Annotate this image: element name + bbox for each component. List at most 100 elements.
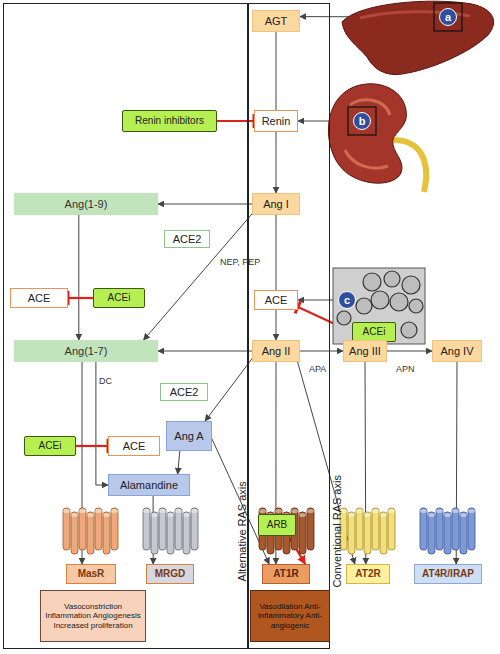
- node-label: Vasoconstriction Inflammation Angiogenes…: [43, 602, 143, 631]
- enzyme-box: ACE2: [164, 230, 210, 248]
- peptide-box: Ang A: [166, 421, 212, 451]
- node-label: Vasodilation Anti-inflammatory Anti-angi…: [253, 602, 327, 631]
- node-label: ACEi: [108, 292, 131, 304]
- peptide-box: Ang I: [252, 193, 300, 215]
- node-label: ACE2: [173, 233, 202, 246]
- cell: [390, 293, 408, 311]
- cell-circles: [337, 271, 423, 338]
- node-label: Ang A: [174, 430, 203, 443]
- enzyme-box: Renin: [254, 110, 298, 132]
- receptor-label: MRGD: [146, 564, 194, 584]
- node-label: Alamandine: [120, 479, 178, 492]
- peptide-box: Ang II: [252, 340, 300, 362]
- conversion-arrow: [276, 215, 277, 340]
- kidney-illustration: [328, 84, 406, 183]
- at2r-receptor: [340, 508, 395, 554]
- edge-label: DC: [99, 376, 112, 386]
- kidney-highlight: [345, 100, 390, 168]
- cell: [356, 298, 372, 314]
- cell: [409, 299, 423, 313]
- conversion-arrow: [144, 214, 252, 340]
- callout-circle: a: [439, 8, 457, 26]
- node-label: MasR: [78, 568, 105, 580]
- peptide-box: Ang III: [343, 340, 387, 362]
- inhibition-connector: [76, 445, 108, 447]
- receptor-label: MasR: [66, 564, 116, 584]
- conversion-arrow: [387, 351, 432, 352]
- conversion-arrow: [178, 451, 180, 474]
- conversion-arrow: [205, 359, 252, 421]
- enzyme-box: ACE: [254, 290, 298, 310]
- drug-tag: ACEi: [24, 436, 76, 456]
- receptor-label: AT4R/IRAP: [414, 564, 482, 584]
- cell: [337, 311, 351, 325]
- peptide-box: Ang(1-7): [14, 340, 158, 362]
- peptide-box: AGT: [252, 10, 300, 32]
- callout-frame: [348, 107, 376, 135]
- node-label: c: [344, 294, 350, 307]
- enzyme-box: ACE: [10, 288, 68, 308]
- receptor-label: AT2R: [346, 564, 390, 584]
- callout-circle: c: [338, 291, 356, 309]
- drug-tag: Renin inhibitors: [122, 110, 217, 132]
- node-label: Ang(1-9): [65, 198, 108, 211]
- inhibition-connector: [68, 297, 93, 299]
- effect-box: Vasodilation Anti-inflammatory Anti-angi…: [250, 590, 330, 642]
- node-label: AT4R/IRAP: [422, 568, 474, 580]
- node-label: Renin inhibitors: [135, 115, 204, 127]
- at1r-receptor: [259, 508, 314, 554]
- node-label: ARB: [267, 519, 288, 531]
- conversion-arrow: [158, 351, 252, 352]
- node-label: ACE: [123, 440, 146, 453]
- node-label: Ang III: [349, 345, 381, 358]
- node-label: ACE: [265, 294, 288, 307]
- drug-tag: ACEi: [93, 288, 145, 308]
- node-label: Ang I: [263, 198, 289, 211]
- axis-panel: Alternative RAS axis Renin inhibitorsAng(…: [3, 3, 248, 649]
- mrgd-receptor: [143, 508, 198, 554]
- node-label: Ang IV: [440, 345, 473, 358]
- peptide-box: Ang(1-9): [14, 193, 158, 215]
- conversion-arrow: [298, 300, 338, 301]
- node-label: AGT: [265, 15, 288, 28]
- cell: [384, 271, 400, 287]
- cell: [402, 276, 420, 294]
- enzyme-box: ACE2: [160, 383, 208, 401]
- node-label: b: [359, 115, 366, 128]
- node-label: AT2R: [355, 568, 380, 580]
- node-label: ACE2: [170, 386, 199, 399]
- callout-frame: [434, 3, 462, 31]
- edge-label: NEP, PEP: [220, 257, 260, 267]
- axis-title: Alternative RAS axis: [236, 481, 249, 581]
- conversion-arrow: [300, 351, 343, 352]
- drug-tag: ACEi: [352, 322, 396, 342]
- node-label: AT1R: [273, 568, 298, 580]
- conversion-arrow: [158, 204, 252, 205]
- peptide-box: Ang IV: [432, 340, 482, 362]
- peptide-box: Alamandine: [108, 474, 190, 496]
- node-label: Ang(1-7): [65, 345, 108, 358]
- edge-label: APA: [309, 364, 326, 374]
- cell: [371, 291, 389, 309]
- axis-panel: Conventional RAS axisAGTReninAng IACEAng…: [248, 3, 330, 649]
- effect-box: Vasoconstriction Inflammation Angiogenes…: [40, 590, 146, 642]
- node-label: Renin: [262, 115, 291, 128]
- callout-circle: b: [353, 112, 371, 130]
- axis-title: Conventional RAS axis: [330, 475, 343, 588]
- node-label: Ang II: [262, 345, 291, 358]
- node-label: ACE: [28, 292, 51, 305]
- at4r-receptor: [420, 508, 475, 554]
- node-label: ACEi: [39, 440, 62, 452]
- node-label: a: [445, 11, 451, 24]
- node-label: ACEi: [363, 326, 386, 338]
- conversion-arrow: [298, 362, 355, 564]
- edge-label: APN: [396, 364, 415, 374]
- liver-illustration: [342, 1, 494, 74]
- cell: [401, 322, 417, 338]
- conversion-arrow: [78, 215, 79, 340]
- cell: [363, 273, 381, 291]
- drug-tag: ARB: [258, 514, 296, 536]
- node-label: MRGD: [155, 568, 186, 580]
